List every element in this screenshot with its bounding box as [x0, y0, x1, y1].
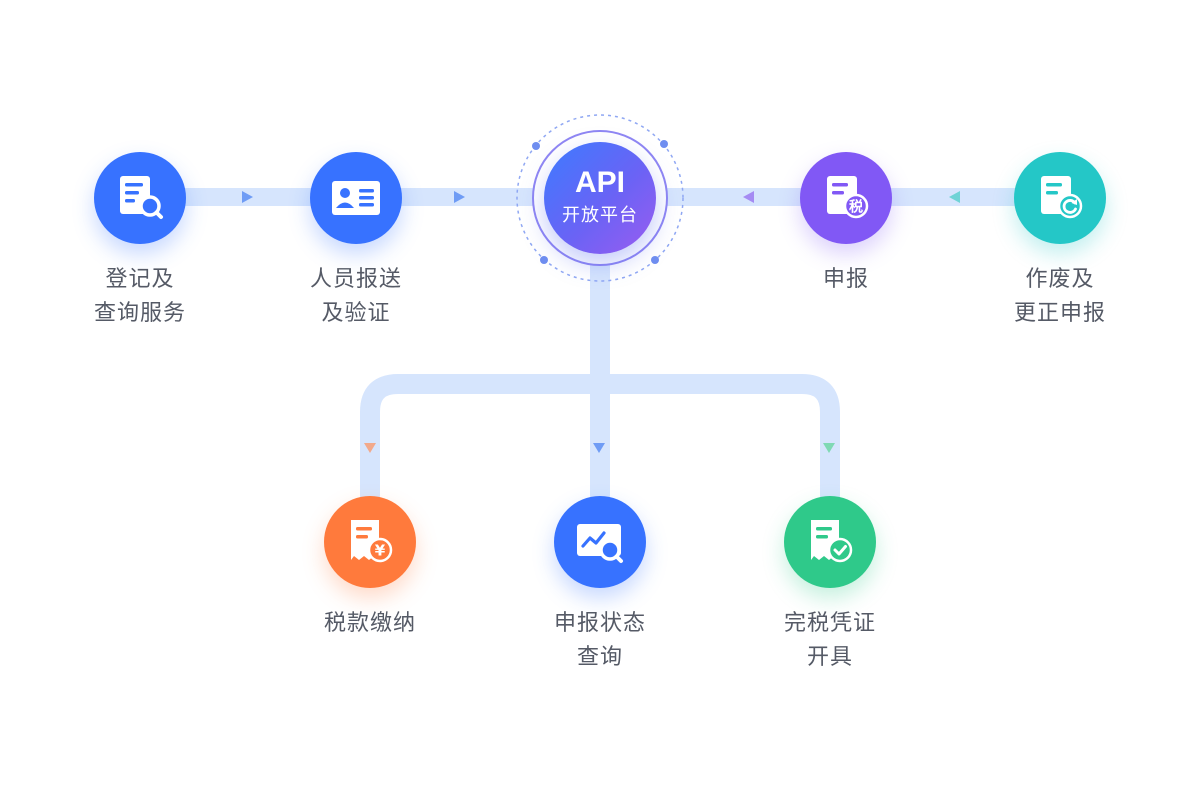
label-line: 申报状态	[553, 610, 646, 635]
label-status: 申报状态 查询	[500, 606, 700, 674]
label-line: 作废及	[1025, 266, 1095, 291]
connector-branch	[360, 374, 840, 500]
arrow-left-1	[743, 191, 754, 203]
arrow-down-orange	[364, 443, 376, 453]
document-refresh-icon	[1041, 176, 1083, 219]
api-subtitle: 开放平台	[562, 205, 638, 225]
arrow-down-blue	[593, 443, 605, 453]
label-certificate: 完税凭证 开具	[730, 606, 930, 674]
arrow-down-green	[823, 443, 835, 453]
label-line: 及验证	[321, 300, 391, 325]
id-card-icon	[332, 181, 380, 215]
node-status[interactable]	[554, 496, 646, 588]
label-line: 查询服务	[93, 300, 186, 325]
node-payment[interactable]: ¥	[324, 496, 416, 588]
label-line: 申报	[822, 266, 869, 291]
label-line: 完税凭证	[783, 610, 876, 635]
label-line: 登记及	[105, 266, 175, 291]
api-outer-ring	[516, 114, 684, 282]
chart-search-icon	[577, 524, 623, 563]
document-search-icon	[120, 176, 163, 219]
label-registration: 登记及 查询服务	[40, 262, 240, 330]
label-line: 税款缴纳	[323, 610, 416, 635]
node-declare[interactable]: 税	[800, 152, 892, 244]
ring-dot	[651, 256, 659, 264]
label-personnel: 人员报送 及验证	[256, 262, 456, 330]
label-line: 更正申报	[1013, 300, 1106, 325]
ring-dot	[660, 140, 668, 148]
tax-glyph: 税	[849, 199, 863, 216]
node-registration[interactable]	[94, 152, 186, 244]
api-platform-node[interactable]: API 开放平台	[544, 142, 656, 254]
label-line: 开具	[806, 644, 853, 669]
label-line: 人员报送	[309, 266, 402, 291]
tax-document-icon: 税	[827, 176, 869, 219]
arrow-right-1	[242, 191, 253, 203]
arrow-right-2	[454, 191, 465, 203]
node-void[interactable]	[1014, 152, 1106, 244]
node-personnel[interactable]	[310, 152, 402, 244]
yuan-glyph: ¥	[375, 542, 386, 560]
document-check-icon	[811, 520, 853, 563]
arrow-left-2	[949, 191, 960, 203]
node-certificate[interactable]	[784, 496, 876, 588]
ring-dot	[532, 142, 540, 150]
label-line: 查询	[576, 644, 623, 669]
label-payment: 税款缴纳	[270, 606, 470, 640]
label-void: 作废及 更正申报	[960, 262, 1160, 330]
label-declare: 申报	[746, 262, 946, 296]
api-title: API	[574, 166, 625, 199]
receipt-yuan-icon: ¥	[351, 520, 393, 563]
ring-dot	[540, 256, 548, 264]
